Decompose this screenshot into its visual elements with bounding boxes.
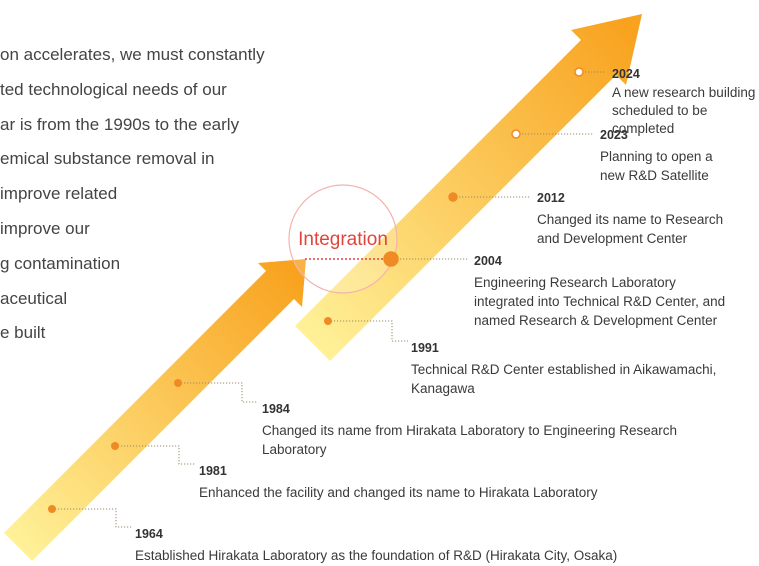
- event-2012: 2012 Changed its name to Research and De…: [537, 190, 723, 248]
- intro-line: improve our: [0, 218, 90, 238]
- event-year: 1991: [411, 341, 439, 355]
- event-desc-line: Changed its name to Research: [537, 212, 724, 227]
- event-desc-line: Established Hirakata Laboratory as the f…: [135, 548, 618, 563]
- integration-label: Integration: [298, 229, 388, 250]
- intro-line: improve related: [0, 184, 118, 204]
- event-year: 2012: [537, 191, 565, 205]
- intro-line: ted technological needs of our: [0, 79, 227, 99]
- intro-line: e built: [0, 323, 46, 343]
- intro-line: g contamination: [0, 253, 121, 273]
- intro-line: emical substance removal in: [0, 149, 215, 169]
- leader-line: [178, 382, 258, 403]
- event-desc-line: Kanagawa: [411, 381, 475, 396]
- event-desc-line: Laboratory: [262, 442, 327, 457]
- event-description: Enhanced the facility and changed its na…: [199, 483, 598, 502]
- event-desc-line: scheduled to be completed: [612, 103, 708, 136]
- event-dot: [324, 317, 332, 325]
- event-dot: [48, 505, 56, 513]
- event-year: 2023: [600, 128, 628, 142]
- event-dot: [574, 67, 584, 77]
- event-description: Technical R&D Center established in Aika…: [411, 360, 716, 398]
- event-dot: [174, 379, 182, 387]
- event-desc-line: named Research & Development Center: [474, 313, 718, 328]
- intro-line: on accelerates, we must constantly: [0, 45, 265, 64]
- event-year: 1981: [199, 464, 227, 478]
- event-desc-line: and Development Center: [537, 231, 688, 246]
- event-description: Planning to open a new R&D Satellite: [600, 147, 713, 185]
- leader-line: [115, 445, 195, 465]
- event-description: Established Hirakata Laboratory as the f…: [135, 546, 617, 565]
- event-year: 2024: [612, 67, 640, 81]
- event-description: Engineering Research Laboratory integrat…: [474, 273, 725, 330]
- intro-line: aceutical: [0, 288, 68, 308]
- event-desc-line: Enhanced the facility and changed its na…: [199, 485, 598, 500]
- event-1991: 1991 Technical R&D Center established in…: [411, 340, 716, 398]
- event-desc-line: Changed its name from Hirakata Laborator…: [262, 423, 677, 438]
- event-desc-line: A new research building: [612, 85, 756, 100]
- arrow-lower: [4, 259, 306, 561]
- event-desc-line: new R&D Satellite: [600, 168, 709, 183]
- leader-line: [52, 508, 132, 528]
- event-year: 1984: [262, 402, 290, 416]
- event-dot: [383, 251, 399, 267]
- event-dot: [111, 442, 119, 450]
- event-desc-line: Technical R&D Center established in Aika…: [411, 362, 717, 377]
- event-year: 2004: [474, 254, 502, 268]
- event-desc-line: Planning to open a: [600, 149, 713, 164]
- event-description: Changed its name to Research and Develop…: [537, 210, 723, 248]
- event-desc-line: Engineering Research Laboratory: [474, 275, 676, 290]
- event-dot: [448, 192, 458, 202]
- event-description: Changed its name from Hirakata Laborator…: [262, 421, 677, 459]
- intro-text: on accelerates, we must constantly ted t…: [0, 38, 310, 351]
- event-2004: 2004 Engineering Research Laboratory int…: [474, 253, 725, 330]
- event-1984: 1984 Changed its name from Hirakata Labo…: [262, 401, 677, 459]
- event-2024: 2024 A new research building scheduled t…: [612, 66, 759, 138]
- integration-circle: [288, 184, 398, 294]
- event-description: A new research building scheduled to be …: [612, 84, 759, 138]
- intro-line: ar is from the 1990s to the early: [0, 114, 240, 134]
- event-desc-line: integrated into Technical R&D Center, an…: [474, 294, 726, 309]
- event-2023: 2023 Planning to open a new R&D Satellit…: [600, 127, 713, 185]
- event-1981: 1981 Enhanced the facility and changed i…: [199, 463, 598, 502]
- arrow-upper: [295, 14, 642, 361]
- event-dot: [511, 129, 521, 139]
- event-1964: 1964 Established Hirakata Laboratory as …: [135, 526, 617, 565]
- event-year: 1964: [135, 527, 163, 541]
